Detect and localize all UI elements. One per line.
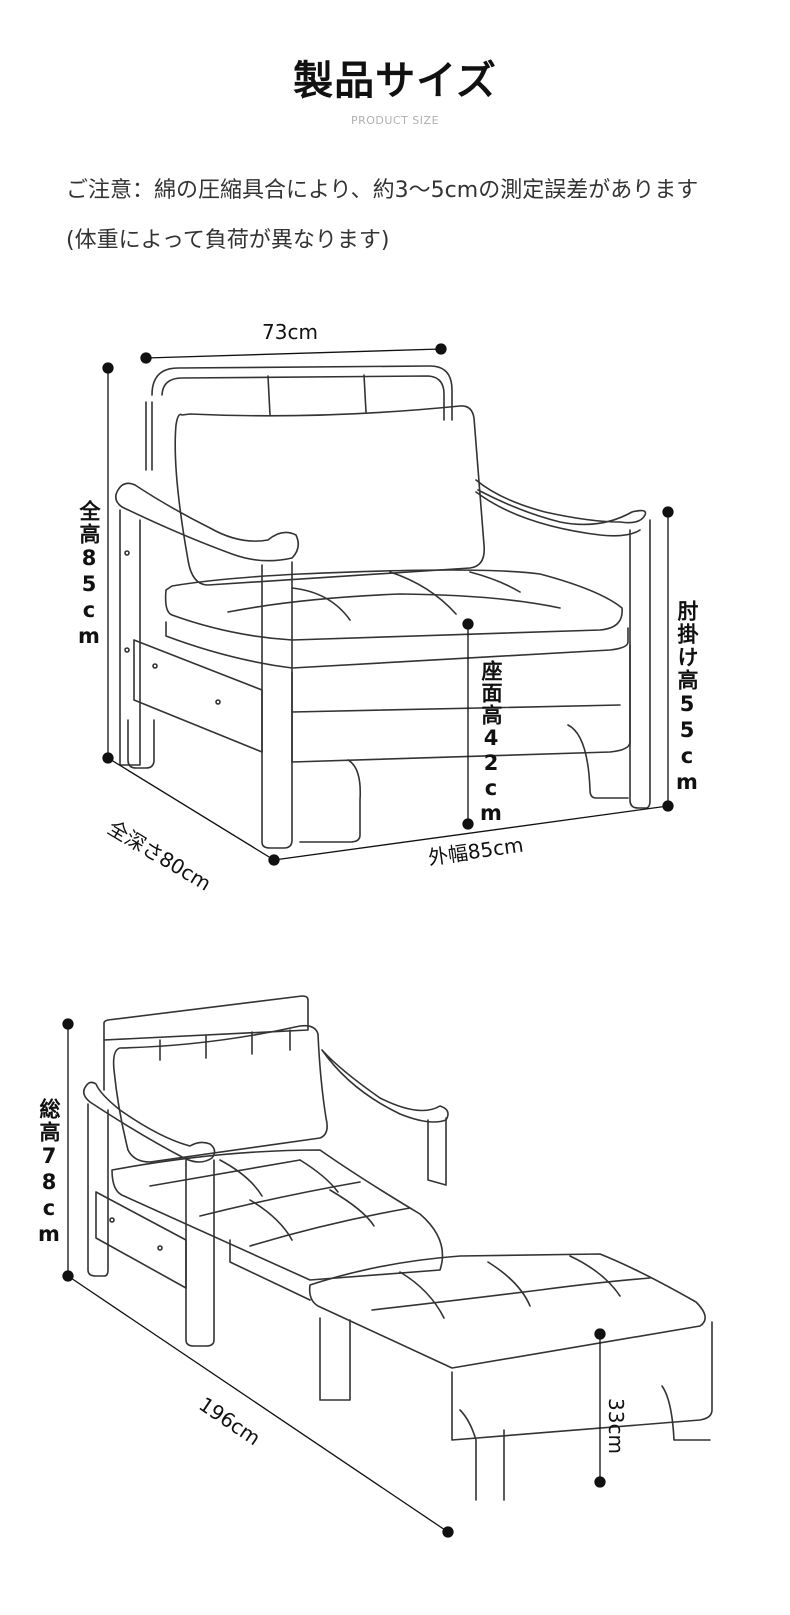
page-title: 製品サイズ: [293, 58, 497, 104]
dimension-line-width: [145, 348, 442, 359]
dimension-line-outer-width: [273, 805, 669, 861]
notice-line-2: (体重によって負荷が異なります): [66, 228, 390, 253]
label-bed-total-height-text: 総高78cm: [37, 1098, 61, 1248]
label-armrest-height: 肘掛け高55cm: [674, 600, 700, 796]
label-seat-height: 座面高42cm: [478, 660, 504, 826]
label-seat-height-text: 座面高42cm: [479, 660, 503, 826]
sofa-chair-illustration: [114, 365, 651, 849]
label-bed-height: 33cm: [604, 1398, 628, 1454]
label-total-height-text: 全高85cm: [77, 500, 101, 650]
measurement-notice: ご注意：綿の圧縮具合により、約3〜5cmの測定誤差があります (体重によって負荷…: [66, 166, 698, 266]
dimension-line-bed-length: [67, 1275, 449, 1533]
notice-line-1: ご注意：綿の圧縮具合により、約3〜5cmの測定誤差があります: [66, 178, 699, 203]
label-width: 73cm: [262, 320, 318, 344]
label-armrest-height-text: 肘掛け高55cm: [675, 600, 699, 796]
sofa-bed-illustration: [82, 995, 713, 1501]
dimension-line-depth: [107, 757, 275, 861]
label-total-height: 全高85cm: [76, 500, 102, 650]
page-subtitle: PRODUCT SIZE: [350, 114, 440, 127]
label-bed-total-height: 総高78cm: [36, 1098, 62, 1248]
